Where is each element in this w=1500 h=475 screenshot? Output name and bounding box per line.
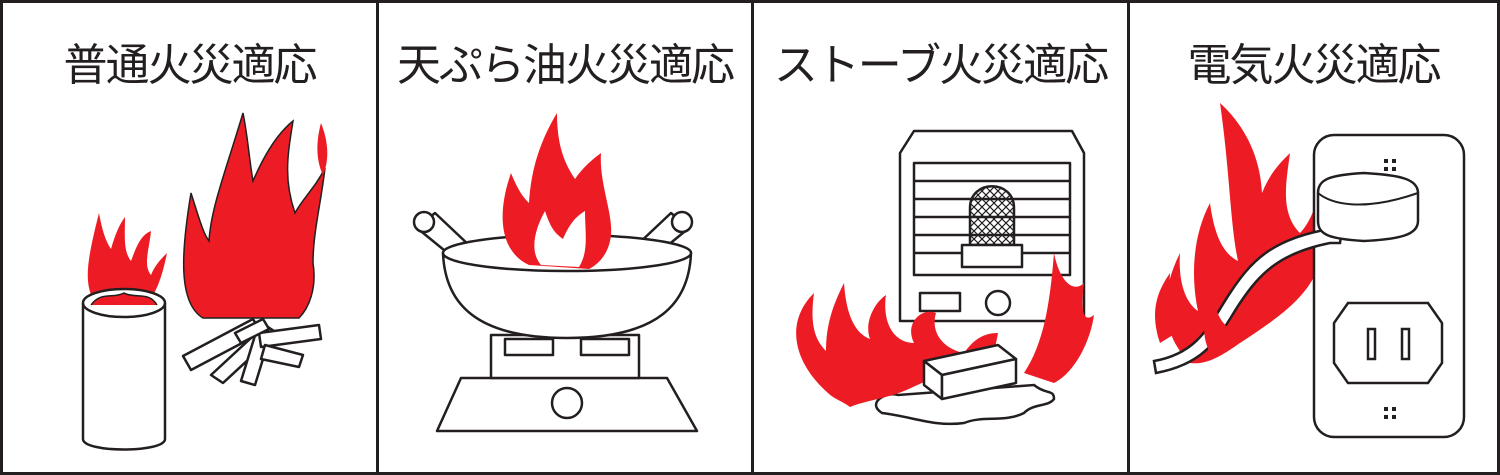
panel-electrical-fire: 電気火災適応 <box>1130 3 1497 472</box>
electrical-fire-icon <box>1152 103 1466 439</box>
panel-stove-fire: ストーブ火災適応 <box>754 3 1127 472</box>
panel-divider <box>1127 3 1130 472</box>
panel-cooking-oil-fire: 天ぷら油火災適応 <box>379 3 751 472</box>
panel-title-electrical: 電気火災適応 <box>1187 40 1442 91</box>
panel-title-ordinary: 普通火災適応 <box>63 40 318 91</box>
panel-title-cooking-oil: 天ぷら油火災適応 <box>397 40 735 91</box>
panel-divider <box>376 3 379 472</box>
panel-divider <box>751 3 754 472</box>
cooking-oil-fire-icon <box>412 113 699 433</box>
panel-title-stove: ストーブ火災適応 <box>773 40 1109 91</box>
panel-ordinary-fire: 普通火災適応 <box>3 3 376 472</box>
ordinary-fire-icon <box>81 112 328 451</box>
stove-fire-icon <box>796 129 1094 426</box>
